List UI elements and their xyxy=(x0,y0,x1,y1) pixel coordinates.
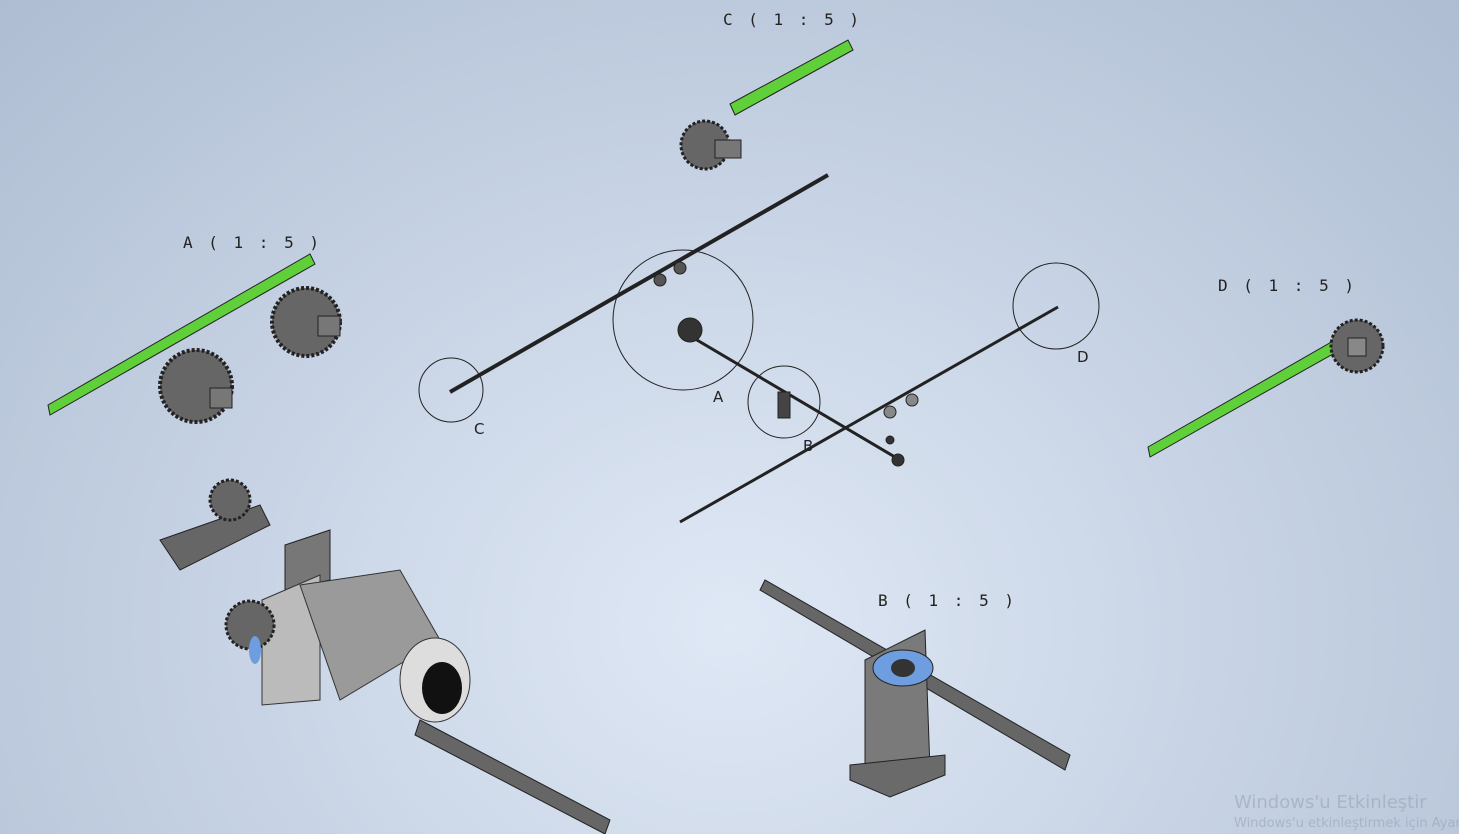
detail-d-view xyxy=(1147,318,1385,458)
detail-marker-a[interactable]: A xyxy=(713,388,724,406)
view-label-c: C ( 1 : 5 ) xyxy=(723,10,862,29)
detail-marker-c[interactable]: C xyxy=(474,420,485,438)
detail-c-view xyxy=(679,39,854,171)
main-assembly xyxy=(449,173,1059,524)
view-label-a: A ( 1 : 5 ) xyxy=(183,233,322,252)
activation-watermark-subtitle: Windows'u etkinleştirmek için Ayarlar'a xyxy=(1234,816,1459,831)
detail-circles xyxy=(418,249,1100,439)
view-label-b: B ( 1 : 5 ) xyxy=(878,591,1017,610)
detail-marker-b[interactable]: B xyxy=(803,437,814,455)
view-label-d: D ( 1 : 5 ) xyxy=(1218,276,1357,295)
motor-assembly xyxy=(159,478,611,834)
detail-b-view xyxy=(759,579,1071,798)
detail-a-view xyxy=(47,253,342,424)
activation-watermark-title: Windows'u Etkinleştir xyxy=(1234,792,1427,813)
detail-marker-d[interactable]: D xyxy=(1077,348,1089,366)
